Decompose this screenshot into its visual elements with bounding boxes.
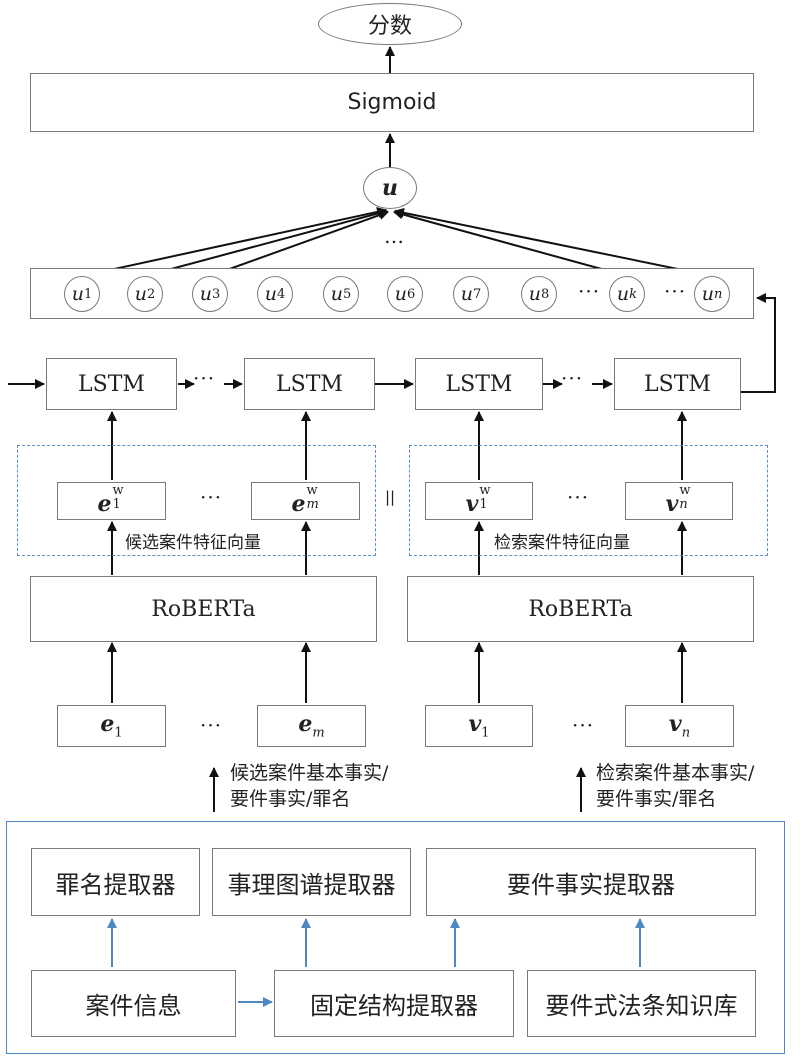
u-node-base: u (460, 283, 473, 305)
query-input-first: v1 (425, 705, 533, 747)
roberta-label: RoBERTa (528, 596, 633, 622)
u-node-subscript: k (629, 286, 638, 302)
event-graph-extractor: 事理图谱提取器 (212, 848, 411, 916)
u-node-base: u (394, 283, 407, 305)
lstm-box-4: LSTM (614, 358, 741, 410)
candidate-input-label: 候选案件基本事实/要件事实/罪名 (230, 762, 389, 810)
lstm-ellipsis-right: ··· (561, 366, 584, 390)
lstm-label: LSTM (276, 371, 343, 397)
candidate-vector-ellipsis: ··· (200, 485, 223, 509)
fixed-structure-extractor: 固定结构提取器 (274, 970, 514, 1037)
u-node-subscript: 1 (83, 286, 93, 302)
lstm-ellipsis-left: ··· (193, 366, 216, 390)
extractor-module (6, 821, 785, 1054)
concat-symbol: || (385, 488, 396, 506)
score-label: 分数 (367, 14, 412, 39)
candidate-feature-group (17, 445, 376, 556)
query-group-label: 检索案件特征向量 (494, 533, 630, 553)
u-node-subscript: 4 (276, 286, 286, 302)
u-node-subscript: 8 (540, 286, 550, 302)
sigmoid-label: Sigmoid (347, 90, 437, 115)
query-vector-ellipsis: ··· (567, 485, 590, 509)
candidate-roberta-box: RoBERTa (30, 576, 377, 642)
query-roberta-box: RoBERTa (407, 576, 754, 642)
lstm-box-3: LSTM (415, 358, 543, 410)
query-input-label: 检索案件基本事实/要件事实/罪名 (596, 762, 755, 810)
u-node-base: u (134, 283, 147, 305)
u-node-subscript: 7 (472, 286, 482, 302)
lstm-box-1: LSTM (46, 358, 177, 410)
element-fact-extractor: 要件事实提取器 (426, 848, 756, 916)
top-ellipsis: … (384, 224, 404, 248)
fan-in-arrows (81, 207, 713, 277)
lstm-box-2: LSTM (244, 358, 375, 410)
u-aggregate-label: u (382, 175, 398, 201)
arrow-lstm-to-urow (741, 293, 776, 393)
query-input-ellipsis: ··· (572, 713, 595, 737)
candidate-input-ellipsis: ··· (200, 713, 223, 737)
u-node-subscript: n (713, 286, 723, 302)
candidate-input-last: em (257, 705, 366, 747)
u-row-ellipsis-2: ··· (664, 279, 687, 303)
u-node-subscript: 2 (146, 286, 156, 302)
crime-name-extractor: 罪名提取器 (31, 848, 200, 916)
u-node-base: u (264, 283, 277, 305)
u-node-base: u (616, 283, 630, 305)
u-node-base: u (701, 283, 714, 305)
sigmoid-box: Sigmoid (30, 73, 754, 132)
case-info-box: 案件信息 (31, 970, 236, 1037)
candidate-input-first: e1 (57, 705, 166, 747)
u-node-subscript: 3 (211, 286, 221, 302)
roberta-label: RoBERTa (151, 596, 256, 622)
u-node-subscript: 5 (342, 286, 352, 302)
u-node-base: u (330, 283, 343, 305)
statute-knowledge-base: 要件式法条知识库 (527, 970, 756, 1037)
u-node-base: u (71, 283, 84, 305)
lstm-label: LSTM (445, 371, 513, 397)
query-input-last: vn (625, 705, 734, 747)
score-oval: 分数 (318, 3, 462, 45)
u-node-base: u (528, 283, 541, 305)
lstm-label: LSTM (644, 371, 711, 397)
candidate-group-label: 候选案件特征向量 (125, 533, 261, 553)
u-row-ellipsis-1: ··· (578, 279, 601, 303)
u-aggregate-circle: u (363, 167, 417, 209)
u-node-subscript: 6 (406, 286, 416, 302)
lstm-label: LSTM (78, 371, 145, 397)
query-feature-group (409, 445, 768, 556)
u-node-base: u (199, 283, 212, 305)
